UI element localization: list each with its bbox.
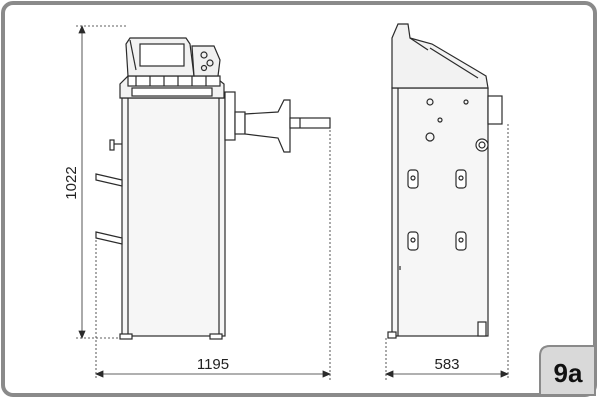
height-dimension-label: 1022 — [63, 166, 80, 199]
side-view — [387, 23, 503, 339]
mount-bracket-4 — [455, 231, 467, 251]
balancer-shaft — [289, 117, 331, 129]
side-knob — [475, 138, 489, 152]
dimension-lines — [76, 24, 510, 380]
width-dimension-label: 1195 — [197, 356, 229, 373]
side-shaft-block — [487, 95, 503, 125]
display-screen — [139, 43, 185, 67]
cabinet-body — [121, 97, 226, 337]
side-top-housing — [391, 23, 489, 89]
mount-bracket-3 — [407, 231, 419, 251]
figure-label: 9a — [554, 358, 583, 388]
side-cabinet — [391, 87, 489, 337]
base-foot-right — [209, 333, 223, 340]
shaft-housing — [224, 91, 236, 141]
depth-dimension-label: 583 — [434, 356, 459, 373]
tool-hook-upper — [95, 173, 123, 187]
front-view — [95, 37, 331, 340]
figure-badge: 9a — [539, 345, 596, 396]
mount-bracket-2 — [455, 169, 467, 189]
mount-bracket-1 — [407, 169, 419, 189]
tool-hook-lower — [95, 231, 123, 245]
base-foot-left — [119, 333, 133, 340]
wheel-flange — [244, 99, 291, 153]
control-panel — [191, 45, 221, 77]
